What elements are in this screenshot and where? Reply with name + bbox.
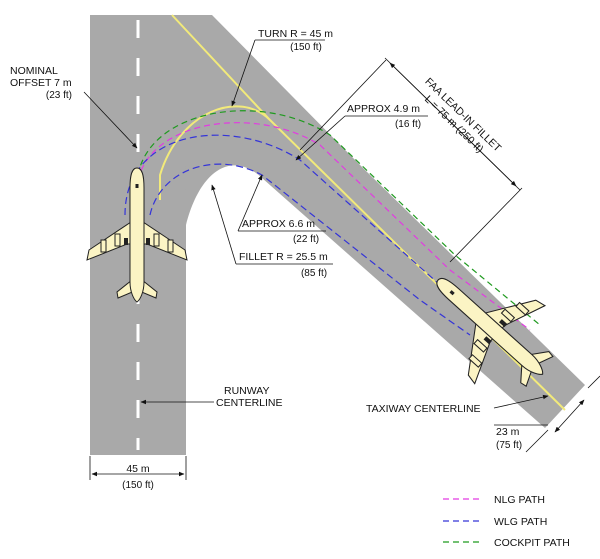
fillet-radius-label: FILLET R = 25.5 m — [239, 251, 328, 263]
taxiway-width-label: 23 m — [496, 426, 520, 438]
legend-wlg-label: WLG PATH — [494, 516, 547, 528]
taxiway-width-sub: (75 ft) — [496, 440, 522, 451]
runway-width-sub: (150 ft) — [122, 480, 154, 491]
approx-49-sub: (16 ft) — [395, 119, 421, 130]
taxiway-centerline-marking — [159, 14, 566, 411]
approx-66-callout: APPROX 6.6 m (22 ft) — [237, 174, 326, 245]
nominal-offset-line2: OFFSET 7 m — [10, 77, 72, 89]
runway-centerline-line2: CENTERLINE — [216, 397, 283, 409]
nominal-offset-callout: NOMINAL OFFSET 7 m (23 ft) — [10, 65, 138, 149]
legend-item-nlg: NLG PATH — [443, 494, 545, 506]
legend-item-cockpit: COCKPIT PATH — [443, 537, 570, 549]
runway-width-label: 45 m — [126, 463, 150, 475]
legend: NLG PATH WLG PATH COCKPIT PATH — [443, 494, 570, 549]
runway-centerline-callout: RUNWAY CENTERLINE — [140, 385, 283, 409]
fillet-radius-callout: FILLET R = 25.5 m (85 ft) — [211, 184, 333, 279]
faa-lead-in-fillet-label: FAA LEAD-IN FILLET — [422, 76, 503, 155]
approx-49-callout: APPROX 4.9 m (16 ft) — [295, 103, 428, 161]
taxiway-centerline-label: TAXIWAY CENTERLINE — [366, 403, 481, 415]
turn-radius-sub: (150 ft) — [290, 42, 322, 53]
taxiway-width-dimension: 23 m (75 ft) — [494, 375, 600, 453]
cockpit-path — [137, 110, 541, 326]
legend-item-wlg: WLG PATH — [443, 516, 547, 528]
taxiway-centerline-callout: TAXIWAY CENTERLINE — [366, 394, 549, 415]
approx-66-label: APPROX 6.6 m — [242, 218, 315, 230]
turn-radius-callout: TURN R = 45 m (150 ft) — [231, 28, 333, 107]
legend-nlg-label: NLG PATH — [494, 494, 545, 506]
approx-66-sub: (22 ft) — [293, 234, 319, 245]
runway-width-dimension: 45 m (150 ft) — [89, 456, 187, 491]
runway-centerline-line1: RUNWAY — [224, 385, 270, 397]
nominal-offset-line1: NOMINAL — [10, 65, 58, 77]
nominal-offset-sub: (23 ft) — [46, 90, 72, 101]
approx-49-label: APPROX 4.9 m — [347, 103, 420, 115]
legend-cockpit-label: COCKPIT PATH — [494, 537, 570, 549]
fillet-radius-sub: (85 ft) — [301, 268, 327, 279]
turn-radius-label: TURN R = 45 m — [258, 28, 333, 40]
